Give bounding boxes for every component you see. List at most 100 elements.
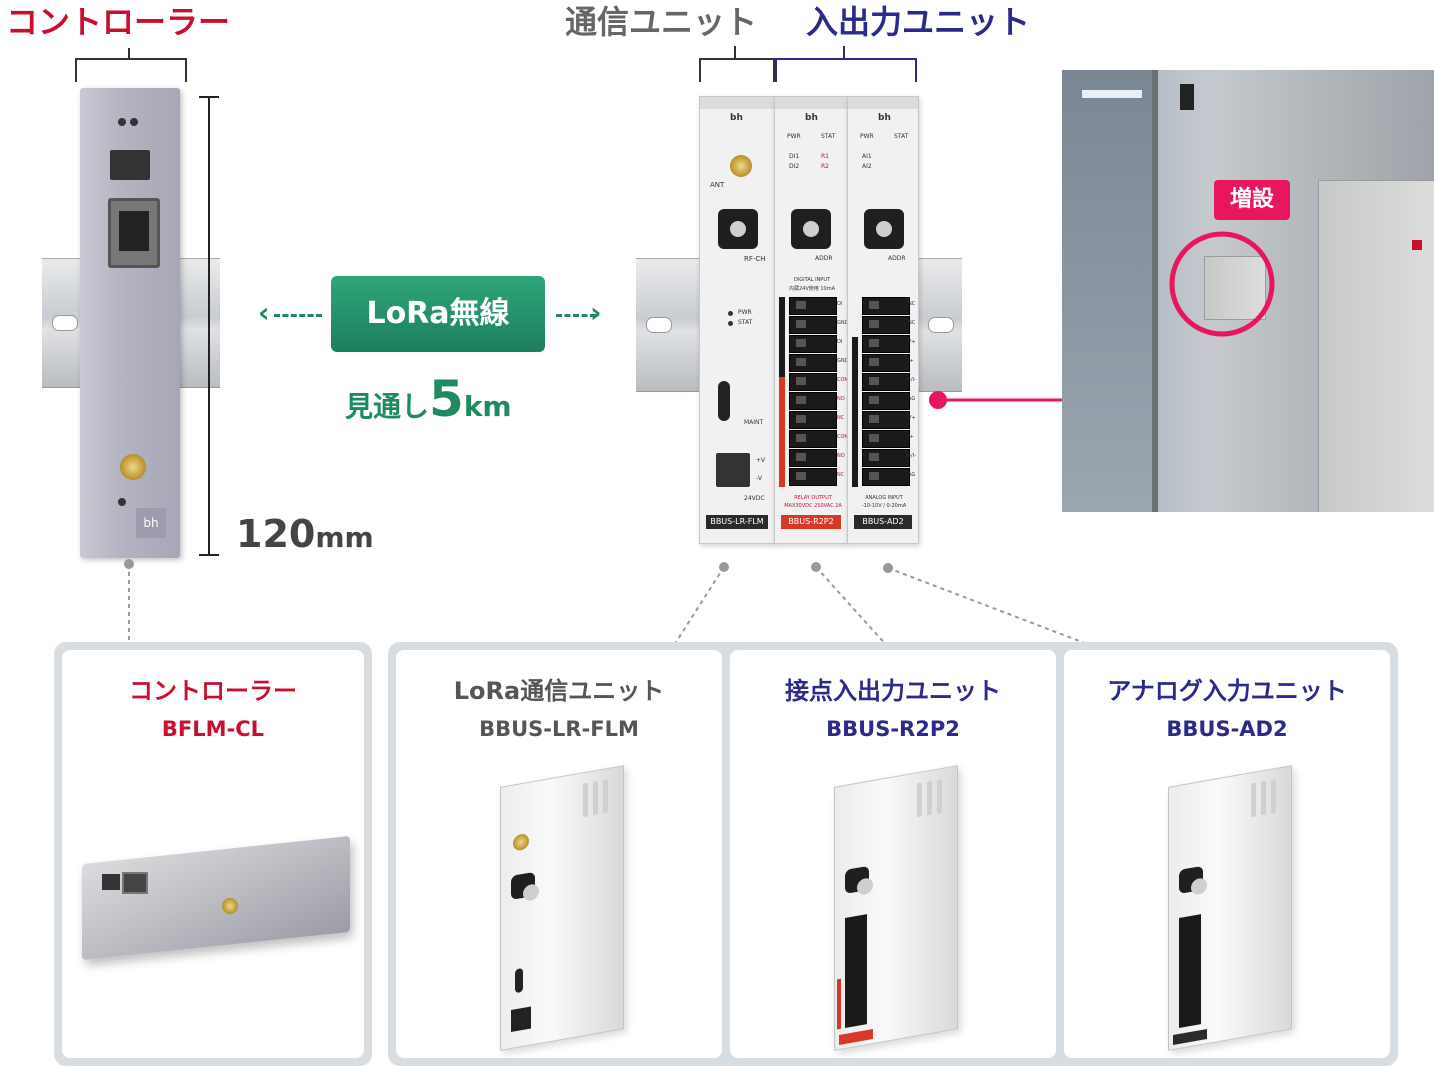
terminal: [862, 468, 910, 486]
terminal-label: V-/I-: [906, 377, 916, 383]
brand-logo: bh: [136, 508, 166, 538]
rf-channel-dial-icon: [511, 871, 535, 900]
plus-v-label: +V: [756, 457, 766, 464]
module-footer-strip: [1173, 1029, 1207, 1046]
ant-label: ANT: [710, 181, 725, 189]
di1-label: DI1: [789, 153, 800, 160]
power-terminal: [511, 1006, 531, 1032]
controller-header: コントローラー: [6, 3, 231, 41]
range-unit: km: [463, 390, 512, 423]
relay-warning: RELAY OUTPUT: [794, 495, 832, 501]
terminal-label: GND: [837, 320, 849, 326]
module-footer: BBUS-R2P2: [781, 515, 841, 529]
terminal-label: NC: [908, 320, 916, 326]
lan-port-icon: [108, 198, 160, 268]
address-dial-icon: [791, 209, 831, 249]
card-model: BBUS-AD2: [1166, 717, 1288, 741]
installation-photo: [1062, 70, 1434, 512]
dimension-line: [208, 96, 210, 556]
range-value: 5: [429, 370, 464, 428]
led-icon: [130, 118, 138, 126]
terminal: [789, 449, 837, 467]
terminal-label: NC: [908, 301, 916, 307]
antenna-connector-icon: [222, 898, 238, 914]
terminal-label: NO: [837, 396, 845, 402]
card-lora-unit: LoRa通信ユニット BBUS-LR-FLM: [396, 650, 722, 1058]
terminal: [862, 335, 910, 353]
power-terminal: [110, 150, 150, 180]
antenna-connector-icon: [730, 155, 752, 177]
terminal-label: COM: [837, 377, 849, 383]
terminal: [862, 373, 910, 391]
brand-logo: bh: [730, 113, 743, 123]
terminal: [789, 316, 837, 334]
arrow-right-icon: ›: [590, 296, 602, 329]
pwr-label: PWR: [860, 133, 874, 140]
minus-v-label: -V: [756, 475, 762, 482]
di2-label: DI2: [789, 163, 800, 170]
maint-label: MAINT: [744, 419, 764, 426]
module-cap: [700, 97, 774, 109]
channel-strip: [852, 337, 858, 487]
led-icon: [728, 321, 733, 326]
expansion-badge: 増設: [1214, 180, 1290, 220]
arrow-left-dash: [274, 314, 322, 317]
addr-label: ADDR: [888, 255, 906, 262]
power-terminal: [102, 874, 120, 890]
stat-label: STAT: [894, 133, 909, 140]
led-icon: [118, 118, 126, 126]
card-title: コントローラー: [129, 677, 297, 705]
terminal: [789, 411, 837, 429]
controller-bracket: [75, 58, 187, 82]
terminal-label: GND: [837, 358, 849, 364]
door-frame: [1152, 70, 1158, 512]
terminal: [789, 468, 837, 486]
terminal-label: NC: [837, 472, 845, 478]
dimension-unit: mm: [315, 521, 374, 554]
small-enclosure: [1204, 256, 1266, 320]
terminal-block: [845, 914, 867, 1028]
io-unit-bracket: [775, 58, 917, 82]
brand-logo: bh: [878, 113, 891, 123]
ai2-label: AI2: [862, 163, 872, 170]
pwr-label: PWR: [787, 133, 801, 140]
vent-fin: [937, 778, 942, 814]
terminal-label: V-/I-: [906, 453, 916, 459]
input-title: ANALOG INPUT: [865, 495, 903, 501]
cabinet-indicator: [1412, 240, 1422, 250]
card-title: LoRa通信ユニット: [453, 677, 665, 705]
module-footer: BBUS-LR-FLM: [706, 515, 768, 529]
highlight-circle: [1169, 231, 1275, 337]
input-title: DIGITAL INPUT: [793, 277, 831, 283]
terminal: [789, 430, 837, 448]
controller-device: bh: [80, 88, 180, 558]
rail-slot: [52, 315, 78, 331]
input-sub: 内蔵24V使用 10mA: [788, 286, 836, 292]
module-cap: [775, 97, 847, 109]
comm-unit-bracket: [699, 58, 775, 82]
control-cabinet: [1318, 180, 1434, 512]
vent-fin: [593, 780, 598, 816]
antenna-connector-icon: [120, 454, 146, 480]
comm-unit-bracket-stem: [734, 46, 736, 60]
terminal-label: I+: [908, 358, 914, 364]
pwr-label: PWR: [738, 309, 752, 316]
r2-label: R2: [821, 163, 829, 170]
comm-unit-header: 通信ユニット: [565, 3, 758, 41]
voltage-label: 24VDC: [744, 495, 765, 502]
io-unit-header: 入出力ユニット: [806, 3, 1031, 41]
stat-label: STAT: [738, 319, 753, 326]
addr-label: ADDR: [815, 255, 833, 262]
vent-fin: [917, 782, 922, 818]
brand-logo: bh: [805, 113, 818, 123]
vent-fin: [1271, 778, 1276, 814]
ceiling-light: [1082, 90, 1142, 98]
terminal-label: DI: [837, 301, 843, 307]
terminal: [789, 392, 837, 410]
card-analog-input-unit: アナログ入力ユニット BBUS-AD2: [1064, 650, 1390, 1058]
terminal: [862, 449, 910, 467]
terminal-block: [1179, 914, 1201, 1028]
vent-fin: [1251, 782, 1256, 818]
controller-product-image: [82, 835, 350, 961]
vent-fin: [603, 778, 608, 814]
